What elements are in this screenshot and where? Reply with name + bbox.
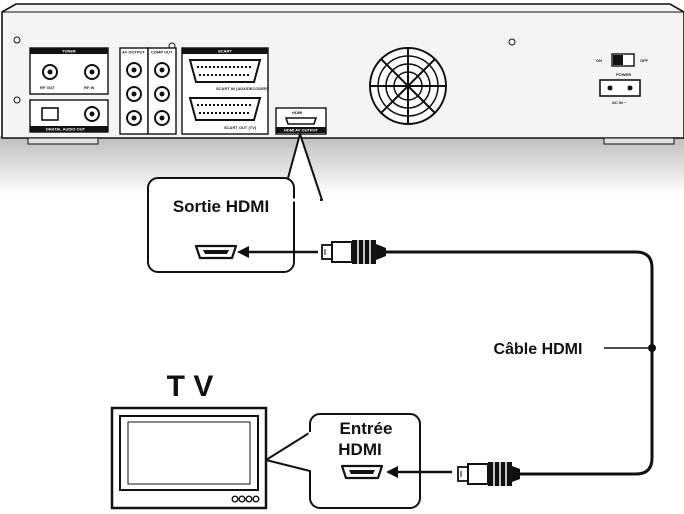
hdmi-av-output-label: HDMI AV OUTPUT [284,128,319,133]
tuner-header [30,48,108,54]
hdmi-out-label: Sortie HDMI [173,197,269,216]
recorder-rear-panel: TUNER RF OUT RF IN DIGITAL AUDIO OUT AV … [0,3,684,196]
optical-connector [41,107,59,121]
screw-icon [13,36,21,44]
scart-out-label: SCART OUT (TV) [224,125,257,130]
rf-in-label: RF IN [84,85,95,90]
tv-label: T V [167,370,214,403]
hdmi-plug-top [321,240,386,264]
power-label: POWER [616,72,631,77]
tv-screen [119,415,259,491]
tuner-label: TUNER [62,49,76,54]
digital-audio-out-label: DIGITAL AUDIO OUT [46,127,86,132]
cable-label-dot [648,344,656,352]
hdmi-in-label-line2: HDMI [338,440,381,459]
hdmi-out-callout: Sortie HDMI [147,133,323,273]
arrow-to-hdmi-in [386,466,452,478]
cable-label: Câble HDMI [494,341,583,358]
scart-in-connector [188,59,262,83]
tv-button-icon [252,495,260,503]
hdmi-output-port [284,117,318,125]
arrow-to-hdmi-out [237,246,318,258]
rf-out-label: RF OUT [40,85,55,90]
fan-grille-icon [369,47,447,125]
ac-inlet [599,79,641,97]
comp-out-label: COMP OUT [151,50,173,55]
callout-pointer [265,429,315,473]
screw-icon [508,38,516,46]
hdmi-in-label-line1: Entrée [340,419,393,438]
on-label: ON [596,58,602,63]
tv-icon [110,406,268,510]
av-output-label: AV OUTPUT [122,50,145,55]
tv-button-icon [245,495,253,503]
tv-button-icon [231,495,239,503]
foot-right [603,137,675,145]
foot-left [27,137,99,145]
screw-icon [13,96,21,104]
hdmi-in-callout: Entrée HDMI [265,413,421,509]
scart-label: SCART [218,49,232,54]
off-label: OFF [640,58,649,63]
scart-out-connector [188,97,262,121]
hdmi-cable [384,250,656,476]
callout-box [147,177,295,273]
hdmi-logo: HDMI [292,110,302,115]
cable-line [384,250,654,476]
scart-in-label: SCART IN (AUX/DECODER) [216,86,269,91]
ac-in-label: AC IN ~ [612,100,627,105]
floor-shadow [0,136,684,196]
hdmi-plug-bottom [457,462,520,486]
tv-button-icon [238,495,246,503]
